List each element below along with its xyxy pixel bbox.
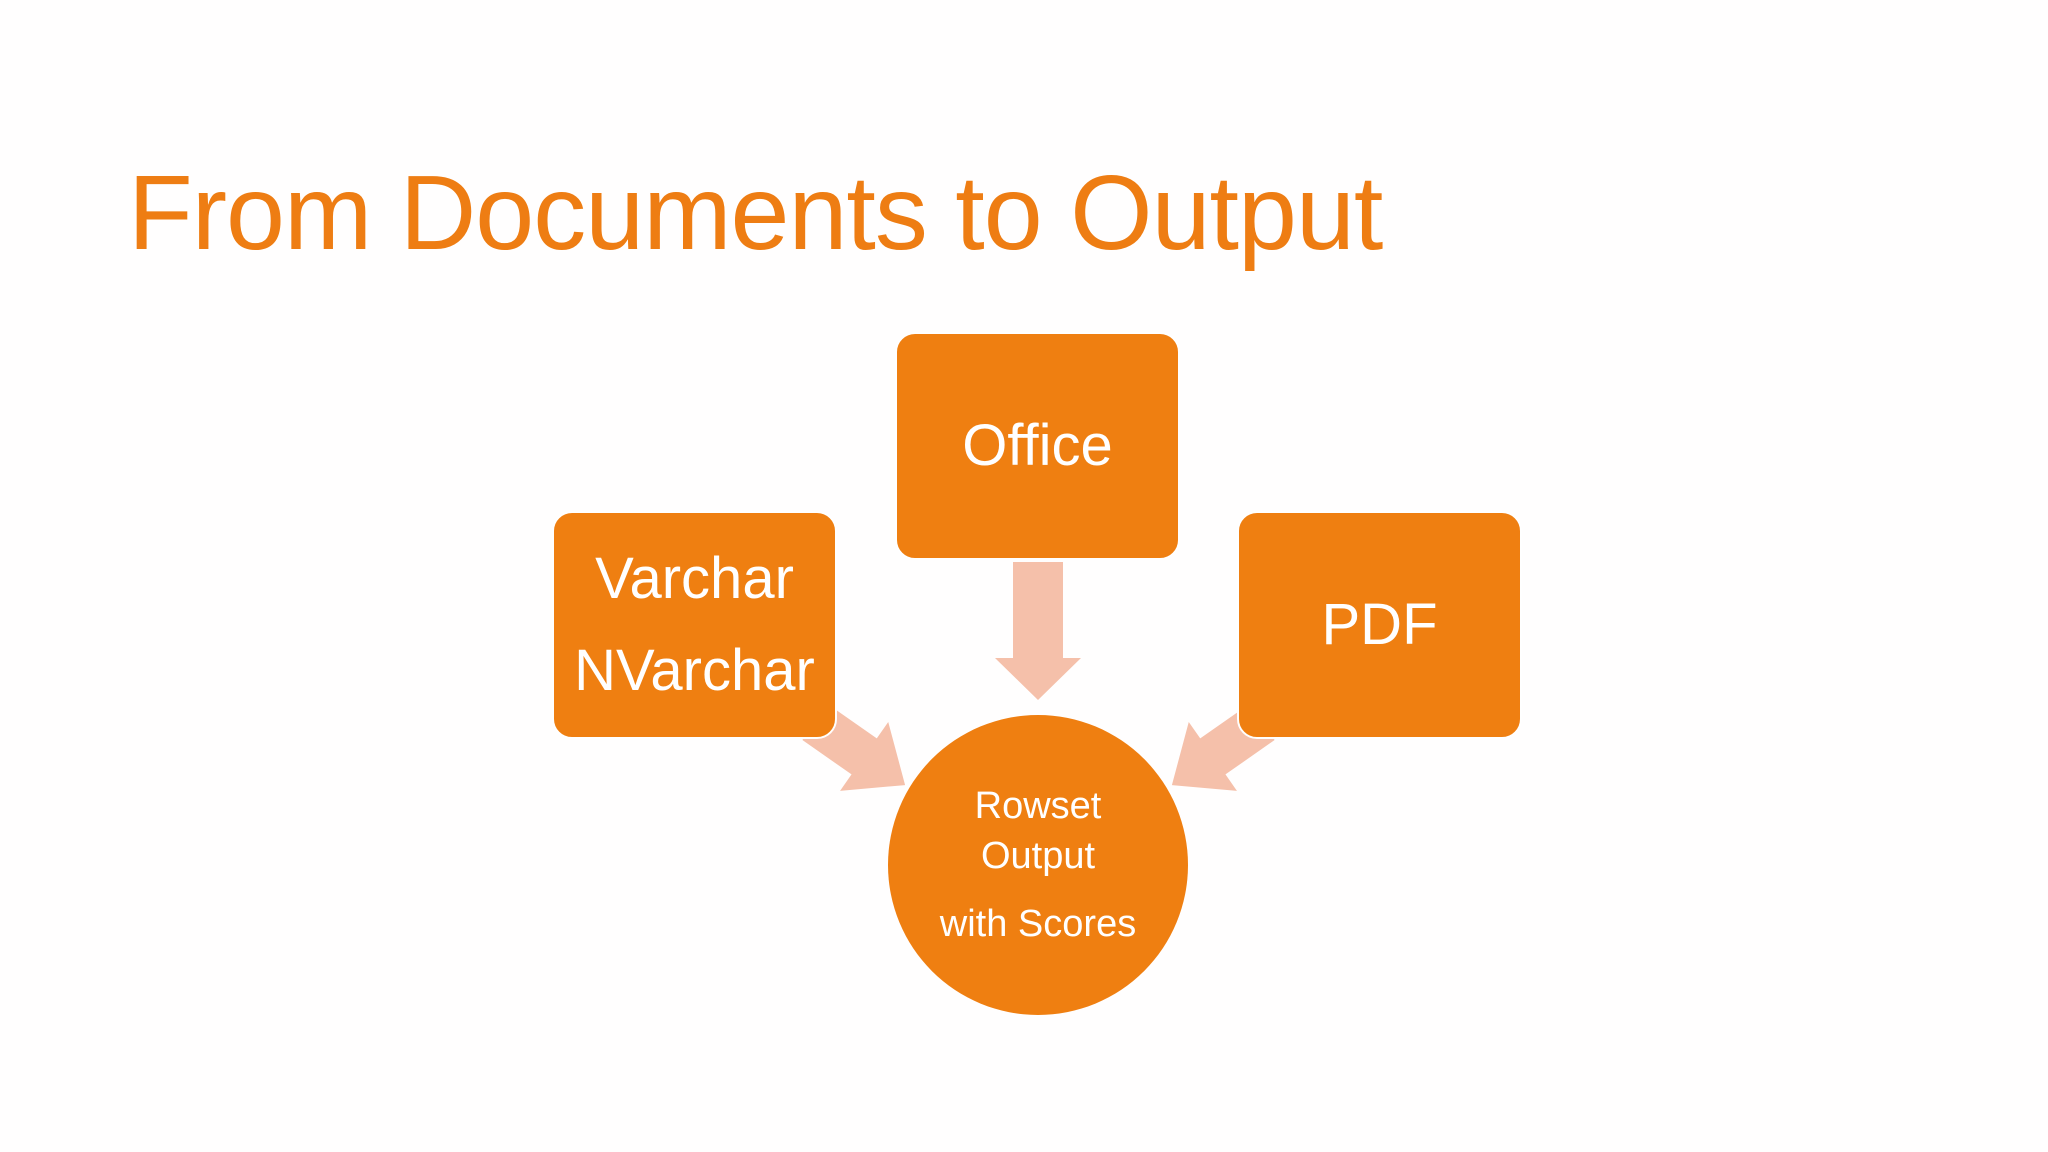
source-label: Varchar (595, 546, 794, 611)
source-label: NVarchar (574, 638, 815, 703)
arrow-office-to-output (995, 562, 1081, 700)
source-label: Office (962, 413, 1113, 478)
target-label: Output (980, 835, 1096, 877)
source-box-office: Office (895, 332, 1180, 560)
source-label: PDF (1321, 592, 1438, 657)
source-box-varchar: Varchar NVarchar (552, 511, 837, 739)
target-circle: Rowset Output with Scores (888, 715, 1188, 1015)
target-label: Rowset (974, 785, 1102, 827)
slide-title: From Documents to Output (128, 154, 1383, 272)
source-box-pdf: PDF (1237, 511, 1522, 739)
target-label: with Scores (939, 903, 1137, 945)
